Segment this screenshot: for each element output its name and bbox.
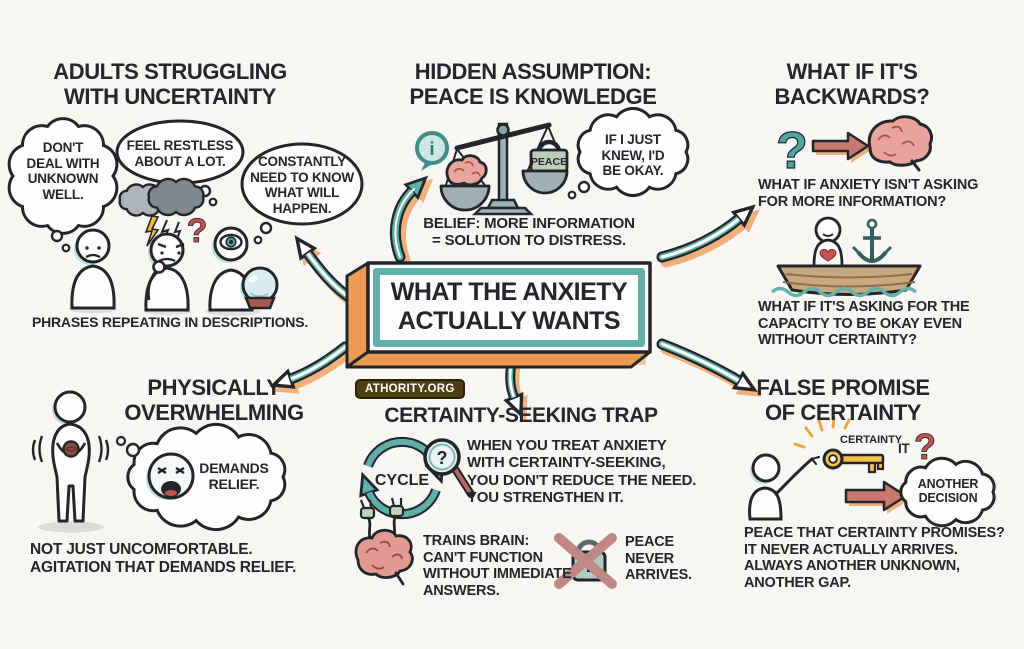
- text-anxiety-not-asking: WHAT IF ANXIETY ISN'T ASKING FOR MORE IN…: [758, 177, 979, 210]
- center-box: [345, 261, 652, 369]
- heart-icon: [819, 249, 837, 262]
- question-mark-icon: ?: [914, 426, 936, 467]
- bubble-text-unknown: DON'T DEAL WITH UNKNOWN WELL.: [26, 140, 100, 202]
- text-trains-brain: TRAINS BRAIN: CAN'T FUNCTION WITHOUT IMM…: [423, 533, 572, 600]
- thought-dot: [259, 221, 273, 235]
- arrow-to-bottom-right-icon: [656, 338, 762, 397]
- rays-icon: [793, 416, 851, 449]
- cycle-label: CYCLE: [375, 472, 430, 489]
- thought-dot: [577, 180, 591, 194]
- brain-icon: [445, 154, 488, 187]
- thought-dot: [567, 190, 577, 200]
- center-box-title: WHAT THE ANXIETY ACTUALLY WANTS: [390, 278, 628, 335]
- section-bottom-left-art: [31, 390, 287, 533]
- section-top-right-art: ?: [770, 115, 934, 298]
- lock-label: PEACE: [531, 156, 567, 168]
- section-title-physically-overwhelming: PHYSICALLY OVERWHELMING: [124, 375, 304, 425]
- chest-clutching-person-icon: [31, 390, 110, 523]
- bubble-text-another-decision: ANOTHER DECISION: [917, 477, 979, 506]
- caption-never-arrives: PEACE THAT CERTAINTY PROMISES? IT NEVER …: [744, 525, 1005, 592]
- x-mark-icon: [554, 533, 617, 589]
- certainty-key-icon: [793, 416, 885, 474]
- magnifier-icon: ?: [423, 438, 475, 498]
- question-mark-icon: ?: [776, 122, 808, 180]
- thought-cloud-bubble: [576, 107, 690, 197]
- text-strengthen-need: WHEN YOU TREAT ANXIETY WITH CERTAINTY-SE…: [467, 437, 697, 506]
- arrow-to-top-middle-icon: [389, 175, 434, 266]
- section-title-certainty-trap: CERTAINTY-SEEKING TRAP: [384, 404, 658, 427]
- arrow-right-icon: [844, 480, 909, 514]
- bubble-text-if-i-knew: IF I JUST KNEW, I'D BE OKAY.: [601, 132, 665, 179]
- anchor-icon: [851, 218, 893, 263]
- arrow-right-icon: [811, 131, 871, 163]
- thought-dot: [61, 243, 71, 253]
- info-icon: i: [415, 131, 449, 171]
- sad-person-icon: [70, 228, 116, 310]
- section-title-adults-struggling: ADULTS STRUGGLING WITH UNCERTAINTY: [53, 59, 287, 109]
- crystal-ball-person-icon: [208, 226, 279, 312]
- brand-badge: ATHORITY.ORG: [355, 379, 465, 399]
- scale-icon: PEACE: [439, 122, 569, 216]
- lightning-icon: [144, 215, 160, 247]
- section-title-backwards: WHAT IF IT'S BACKWARDS?: [774, 59, 930, 109]
- caption-belief-information: BELIEF: MORE INFORMATION = SOLUTION TO D…: [423, 215, 635, 250]
- shake-lines-icon: [31, 435, 110, 463]
- caption-phrases-repeating: PHRASES REPEATING IN DESCRIPTIONS.: [31, 314, 309, 330]
- boat-icon: [770, 216, 922, 298]
- caption-agitation: NOT JUST UNCOMFORTABLE. AGITATION THAT D…: [30, 541, 297, 576]
- arrow-to-bottom-left-icon: [269, 341, 355, 394]
- thought-dot: [115, 435, 127, 447]
- crystal-ball-icon: [240, 266, 279, 310]
- section-title-false-promise: FALSE PROMISE OF CERTAINTY: [756, 375, 930, 425]
- storm-cloud-icon: [118, 177, 205, 247]
- question-mark-icon: ?: [437, 448, 448, 468]
- section-bottom-right-art: ?: [748, 416, 996, 528]
- thought-cloud-bubble: [7, 117, 119, 235]
- eye-icon: [219, 233, 243, 251]
- worried-person-icon: [144, 232, 190, 312]
- thought-cloud-bubble: [126, 422, 287, 532]
- screaming-face-icon: [146, 452, 195, 500]
- thought-dot: [50, 229, 64, 243]
- arrow-to-top-right-icon: [656, 204, 760, 268]
- bubble-text-need-to-know: CONSTANTLY NEED TO KNOW WHAT WILL HAPPEN…: [250, 154, 354, 216]
- brain-icon: [867, 115, 934, 172]
- reaching-person-icon: [748, 453, 821, 521]
- question-mark-icon: ?: [187, 212, 208, 250]
- bubble-text-demands-relief: DEMANDS RELIEF.: [199, 460, 269, 493]
- thought-dot: [208, 197, 218, 207]
- bubble-text-restless: FEEL RESTLESS ABOUT A LOT.: [126, 138, 234, 169]
- boat-person-icon: [814, 216, 842, 244]
- peace-lock-icon: PEACE: [529, 139, 569, 173]
- svg-text:i: i: [429, 139, 434, 159]
- brain-plug-icon: [354, 497, 414, 586]
- key-label-certainty: CERTAINTY: [840, 434, 903, 446]
- thought-dot: [125, 442, 141, 458]
- thought-cloud-bubble: [899, 456, 996, 528]
- lock-crossed-icon: [554, 533, 617, 589]
- text-capacity-okay: WHAT IF IT'S ASKING FOR THE CAPACITY TO …: [758, 299, 970, 349]
- label-it: IT: [898, 441, 910, 456]
- section-top-middle-art: i PEACE: [415, 107, 690, 216]
- section-bottom-middle-art: CYCLE ?: [354, 436, 617, 589]
- waves-icon: [770, 286, 918, 298]
- thought-dot: [253, 235, 263, 245]
- section-title-hidden-assumption: HIDDEN ASSUMPTION: PEACE IS KNOWLEDGE: [409, 59, 657, 109]
- connector-arrows: [269, 175, 762, 422]
- text-peace-never-arrives: PEACE NEVER ARRIVES.: [625, 534, 692, 584]
- arrow-to-bottom-middle-icon: [503, 361, 528, 422]
- section-top-left-art: ?: [7, 117, 364, 316]
- speech-bubble: [240, 142, 364, 226]
